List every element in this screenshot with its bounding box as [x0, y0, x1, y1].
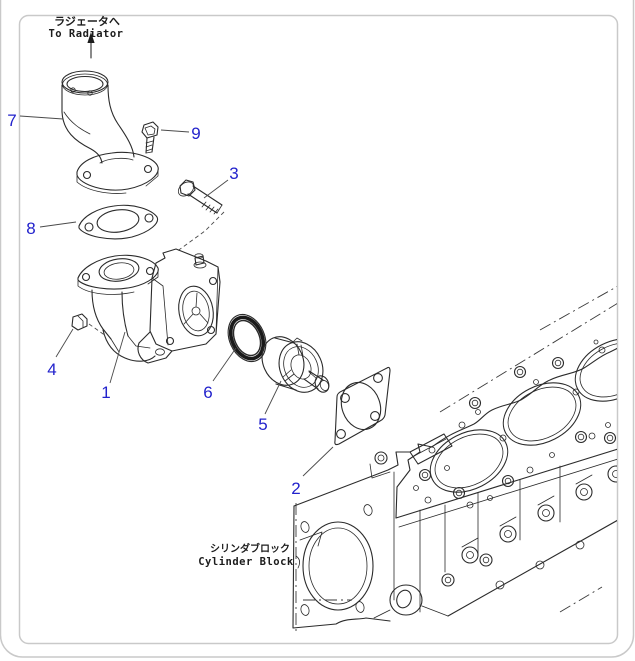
callout-7[interactable]: 7: [7, 111, 16, 130]
deck-back-edge: [431, 347, 617, 448]
part-9-bolt: [141, 121, 159, 154]
callout-leaders: [19, 115, 334, 477]
up-arrow-icon: [87, 32, 95, 59]
plug-axis-dashed-line: [88, 323, 107, 337]
part-4-plug: [71, 313, 107, 337]
head-bolt-holes: [418, 356, 617, 500]
part-3-bolt: [175, 179, 225, 253]
coolant-holes: [413, 339, 611, 509]
to-radiator-label-ja: ラジェータへ: [54, 15, 120, 28]
cylinder-bores: [429, 338, 617, 493]
callout-3[interactable]: 3: [229, 164, 238, 183]
cylinder-block-label-en: Cylinder Block: [198, 556, 294, 568]
callout-6[interactable]: 6: [203, 383, 212, 402]
cylinder-block-pointer: [295, 555, 300, 569]
to-radiator-label-en: To Radiator: [48, 28, 123, 40]
part-6-seal-ring: [227, 313, 267, 363]
part-5-thermostat: [261, 336, 330, 393]
to-radiator-annotation: ラジェータへ To Radiator: [48, 15, 123, 59]
side-bolt-bosses: [441, 465, 617, 590]
part-8-gasket: [78, 204, 159, 240]
diagram-border: [18, 14, 619, 645]
assembly-axis-dashed-line: [175, 211, 225, 253]
callout-4[interactable]: 4: [47, 360, 56, 379]
phantom-line-upper: [539, 286, 617, 331]
cylinder-block-label-ja: シリンダブロック: [210, 542, 290, 555]
phantom-line-lower: [439, 303, 617, 413]
block-front-face: [292, 451, 449, 629]
callout-2[interactable]: 2: [291, 479, 300, 498]
callout-8[interactable]: 8: [26, 219, 35, 238]
callout-5[interactable]: 5: [258, 415, 267, 434]
cylinder-block-drawing: [292, 286, 617, 633]
part-2-gasket: [334, 366, 391, 446]
callout-9[interactable]: 9: [191, 124, 200, 143]
thermostat-mounting-pad: [409, 433, 453, 465]
part-1-thermostat-housing: [77, 248, 221, 364]
part-7-water-outlet-pipe: [61, 70, 159, 194]
callout-numbers: 1 2 3 4 5 6 7 8 9: [7, 111, 300, 498]
callout-1[interactable]: 1: [101, 383, 110, 402]
cylinder-block-annotation: シリンダブロック Cylinder Block: [198, 542, 300, 569]
block-side-face: [441, 465, 617, 617]
